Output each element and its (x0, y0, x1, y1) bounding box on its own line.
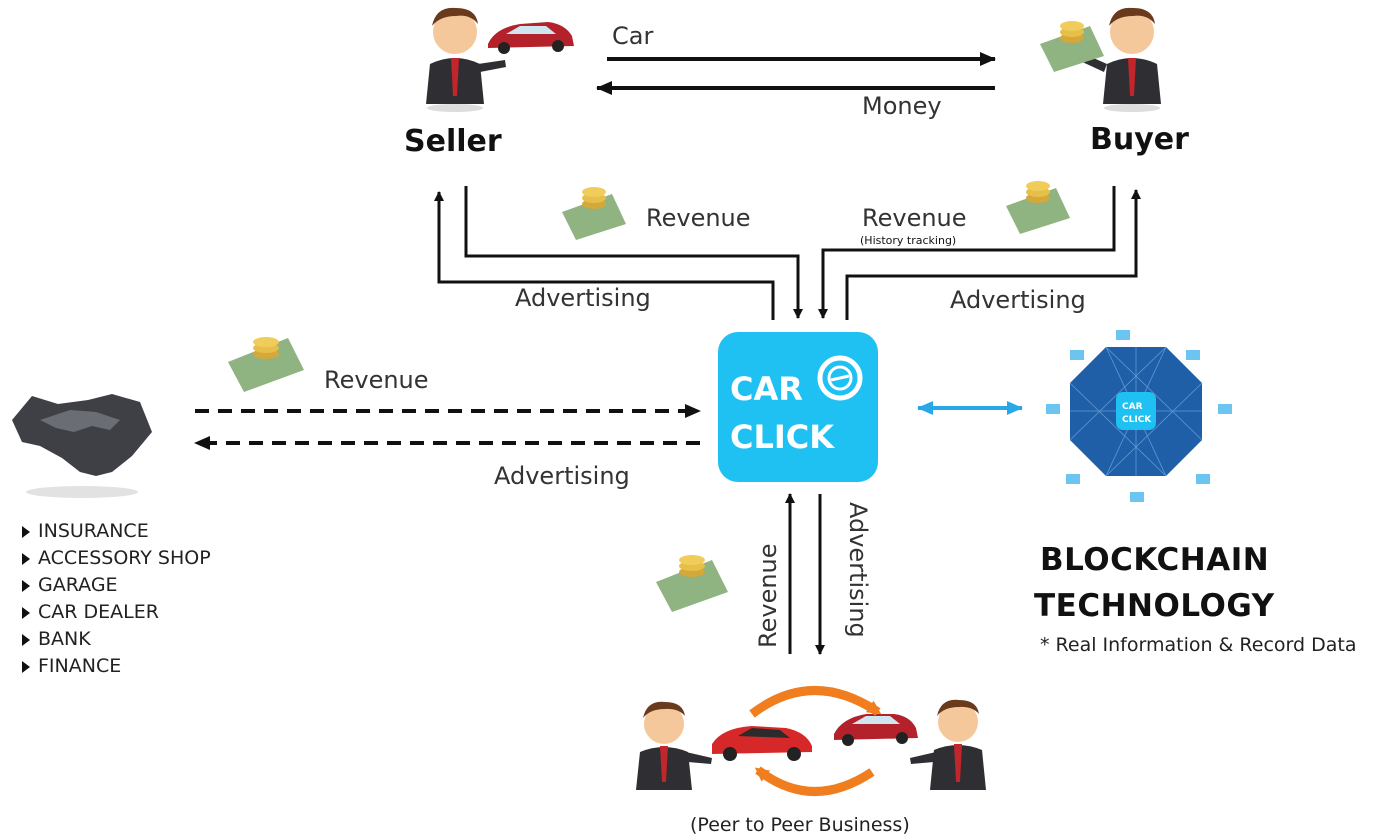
blockchain-note: * Real Information & Record Data (1040, 634, 1357, 656)
p2p-advertising-label: Advertising (844, 502, 872, 638)
p2p-cycle-bottom-arrow (754, 766, 875, 796)
bullet-triangle-icon (22, 525, 30, 538)
bullet-triangle-icon (22, 552, 30, 565)
p2p-caption: (Peer to Peer Business) (690, 814, 910, 836)
partner-label: CAR DEALER (38, 601, 159, 623)
seller-label: Seller (404, 124, 502, 159)
seller-person-icon (426, 7, 506, 112)
buyer-advertising-label: Advertising (950, 286, 1086, 314)
blockchain-title-line2: TECHNOLOGY (1034, 588, 1275, 624)
p2p-right-person-icon (910, 699, 986, 790)
seller-advertising-arrow (434, 191, 775, 320)
car-click-app-icon: CAR CLICK (718, 332, 878, 482)
p2p-cycle-top-arrow (749, 686, 882, 718)
car-flow-label: Car (612, 22, 654, 50)
buyer-money-icon (1040, 21, 1104, 72)
partner-label: GARAGE (38, 574, 118, 596)
steering-wheel-icon (817, 355, 863, 401)
blockchain-network-icon (1046, 330, 1232, 502)
partner-item: ACCESSORY SHOP (22, 545, 211, 572)
bullet-triangle-icon (22, 660, 30, 673)
partner-revenue-label: Revenue (324, 366, 429, 394)
p2p-sports-car-icon (712, 726, 812, 761)
buyer-revenue-label: Revenue (862, 204, 967, 232)
buyer-revenue-note: (History tracking) (860, 234, 957, 247)
money-flow-label: Money (862, 92, 942, 120)
seller-car-icon (488, 22, 574, 54)
handshake-icon (12, 394, 152, 498)
partner-list: INSURANCE ACCESSORY SHOP GARAGE CAR DEAL… (22, 518, 211, 680)
buyer-advertising-arrow (845, 189, 1141, 320)
p2p-revenue-label: Revenue (754, 543, 782, 648)
bullet-triangle-icon (22, 606, 30, 619)
partner-item: CAR DEALER (22, 599, 211, 626)
app-name-line1: CAR (730, 370, 803, 408)
buyer-revenue-arrow (818, 186, 1116, 319)
partner-label: INSURANCE (38, 520, 149, 542)
buyer-revenue-money-icon (1006, 181, 1070, 234)
seller-revenue-arrow (464, 186, 803, 319)
p2p-classic-car-icon (834, 714, 918, 746)
app-name-line2: CLICK (730, 418, 835, 456)
partner-item: FINANCE (22, 653, 211, 680)
blockchain-title-line1: BLOCKCHAIN (1040, 542, 1270, 578)
partner-item: GARAGE (22, 572, 211, 599)
p2p-left-person-icon (636, 701, 712, 790)
partner-item: BANK (22, 626, 211, 653)
partner-revenue-money-icon (228, 337, 304, 392)
partner-advertising-label: Advertising (494, 462, 630, 490)
seller-revenue-label: Revenue (646, 204, 751, 232)
partner-item: INSURANCE (22, 518, 211, 545)
blockchain-logo-line1: CAR (1122, 402, 1143, 412)
bullet-triangle-icon (22, 633, 30, 646)
seller-advertising-label: Advertising (515, 284, 651, 312)
blockchain-logo-line2: CLICK (1122, 415, 1152, 425)
partner-label: BANK (38, 628, 91, 650)
partner-label: ACCESSORY SHOP (38, 547, 211, 569)
p2p-revenue-money-icon (656, 555, 728, 612)
seller-revenue-money-icon (562, 187, 626, 240)
partner-label: FINANCE (38, 655, 122, 677)
bullet-triangle-icon (22, 579, 30, 592)
buyer-label: Buyer (1090, 122, 1189, 157)
